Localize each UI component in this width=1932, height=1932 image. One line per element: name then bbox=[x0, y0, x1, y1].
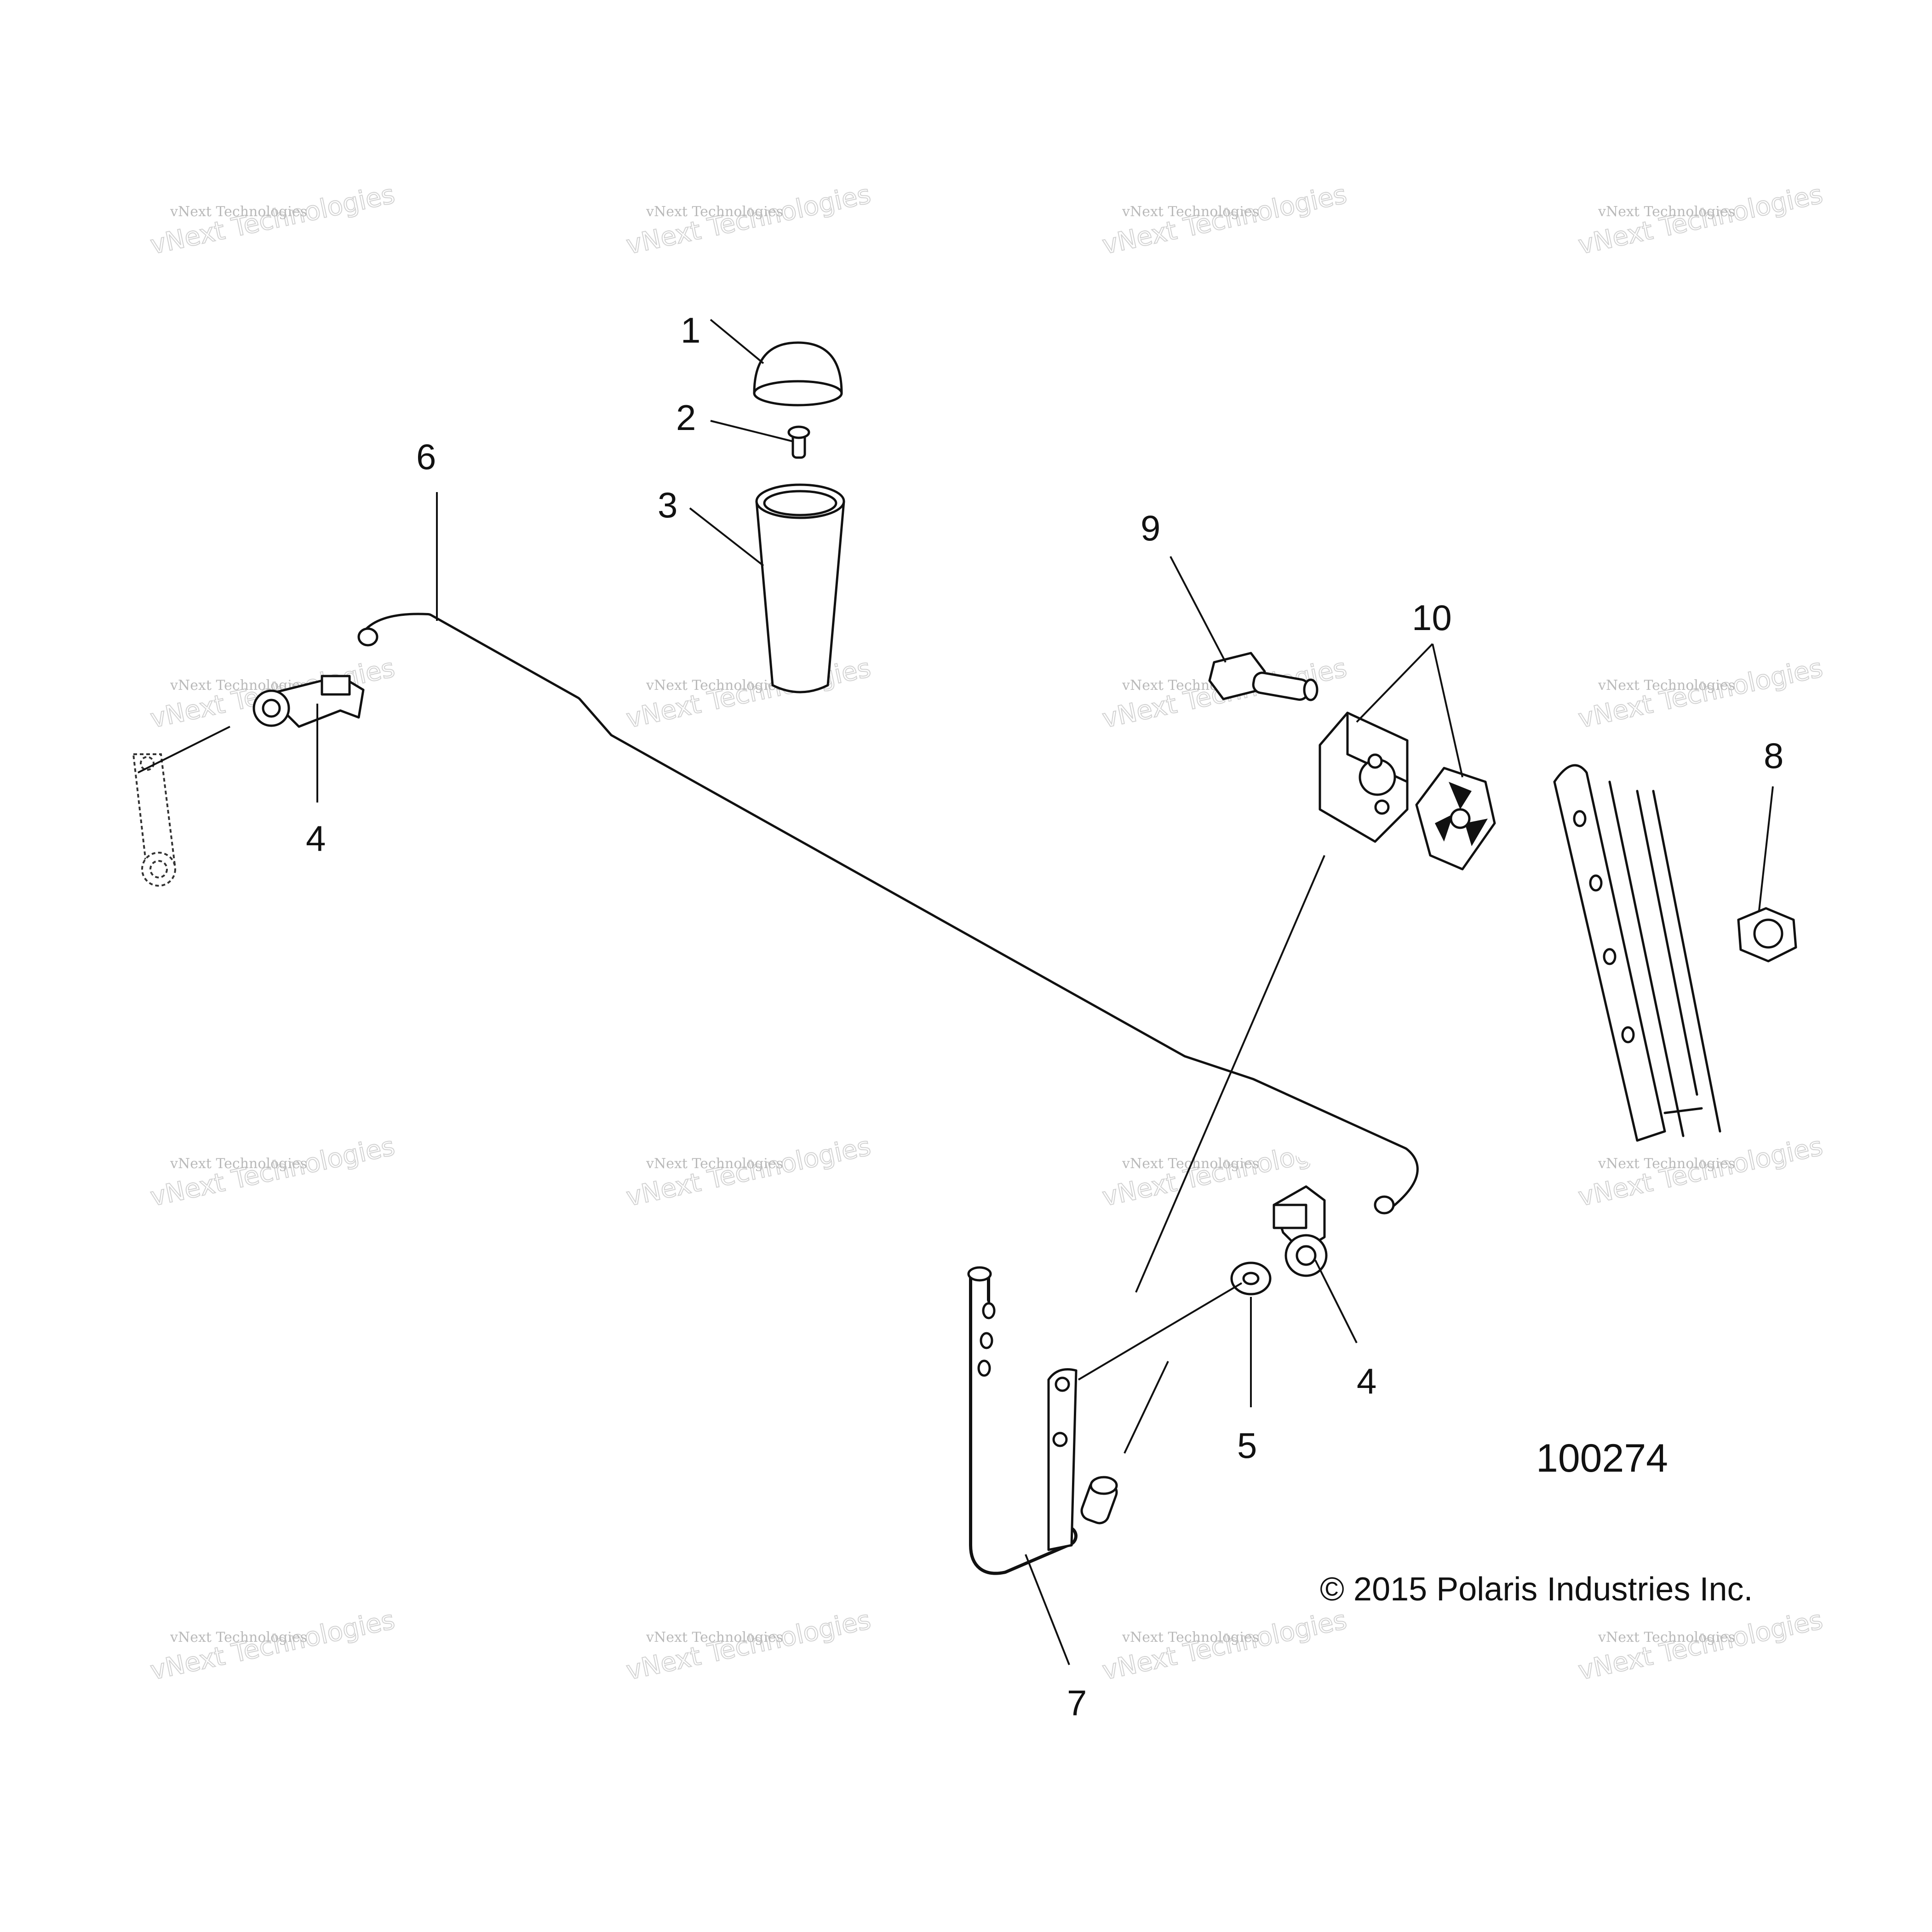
watermark-small-text: vNext Technologies bbox=[170, 1629, 307, 1645]
watermark-small-text: vNext Technologies bbox=[646, 1156, 783, 1172]
part-bracket-plate bbox=[1553, 764, 1721, 1142]
watermark-big-text: vNext Technologies bbox=[1100, 1605, 1349, 1686]
watermark-big-text: vNext Technologies bbox=[624, 653, 873, 734]
watermark-small-text: vNext Technologies bbox=[1598, 1156, 1735, 1172]
watermark-small-text: vNext Technologies bbox=[1598, 677, 1735, 694]
callout-2: 2 bbox=[676, 397, 696, 438]
callout-labels: 1 2 3 4 4 5 6 7 8 9 10 bbox=[306, 310, 1783, 1723]
watermark-big-text: vNext Technologies bbox=[1576, 653, 1825, 734]
diagram-reference-number: 100274 bbox=[1536, 1436, 1668, 1480]
copyright-notice: © 2015 Polaris Industries Inc. bbox=[1320, 1571, 1753, 1608]
watermark-small-text: vNext Technologies bbox=[1122, 204, 1259, 220]
watermark-small-text: vNext Technologies bbox=[170, 1156, 307, 1172]
part-cap bbox=[753, 341, 843, 407]
callout-leaders bbox=[316, 319, 1774, 1665]
part-shift-lever bbox=[967, 1266, 1118, 1575]
watermark-big-text: vNext Technologies bbox=[1576, 1131, 1825, 1212]
part-washer bbox=[1230, 1261, 1272, 1296]
watermark-big-text: vNext Technologies bbox=[148, 179, 397, 260]
watermark-big-text: vNext Technologies bbox=[624, 179, 873, 260]
callout-4-left: 4 bbox=[306, 818, 326, 859]
part-shift-rod bbox=[357, 613, 1419, 1215]
part-bushing-right bbox=[1415, 767, 1496, 871]
callout-1: 1 bbox=[681, 310, 700, 350]
watermark-small-text: vNext Technologies bbox=[646, 204, 783, 220]
callout-10: 10 bbox=[1412, 597, 1452, 638]
part-bushing-left bbox=[1319, 711, 1409, 843]
part-hex-nut bbox=[1737, 907, 1797, 963]
watermark-small-text: vNext Technologies bbox=[646, 1629, 783, 1645]
part-rod-clip-right bbox=[1273, 1185, 1328, 1277]
callout-8: 8 bbox=[1764, 735, 1783, 776]
callout-5: 5 bbox=[1237, 1425, 1257, 1466]
watermark-big-text: vNext Technologies bbox=[1100, 179, 1349, 260]
watermark-small-text: vNext Technologies bbox=[170, 204, 307, 220]
callout-9: 9 bbox=[1141, 508, 1160, 548]
assembly-lines bbox=[138, 726, 1325, 1454]
part-screw bbox=[787, 425, 810, 459]
watermark-big-text: vNext Technologies bbox=[1576, 1605, 1825, 1686]
callout-4-right: 4 bbox=[1357, 1361, 1376, 1401]
watermark-big-text: vNext Technologies bbox=[624, 1131, 873, 1212]
part-shift-knob bbox=[755, 483, 845, 694]
watermark-small-text: vNext Technologies bbox=[1122, 1629, 1259, 1645]
watermark-small-text: vNext Technologies bbox=[1598, 1629, 1735, 1645]
callout-3: 3 bbox=[658, 485, 677, 525]
part-lever-ghost bbox=[132, 753, 176, 887]
watermark-big-text: vNext Technologies bbox=[148, 1605, 397, 1686]
watermark-big-text: vNext Technologies bbox=[1576, 179, 1825, 260]
watermark-small-text: vNext Technologies bbox=[1598, 204, 1735, 220]
callout-6: 6 bbox=[416, 436, 436, 477]
watermark-big-text: vNext Technologies bbox=[148, 1131, 397, 1212]
watermark-big-text: vNext Technologies bbox=[624, 1605, 873, 1686]
part-rod-clip-left bbox=[252, 675, 365, 728]
callout-7: 7 bbox=[1067, 1683, 1087, 1723]
watermark-small-text: vNext Technologies bbox=[646, 677, 783, 694]
part-bolt bbox=[1208, 652, 1319, 701]
